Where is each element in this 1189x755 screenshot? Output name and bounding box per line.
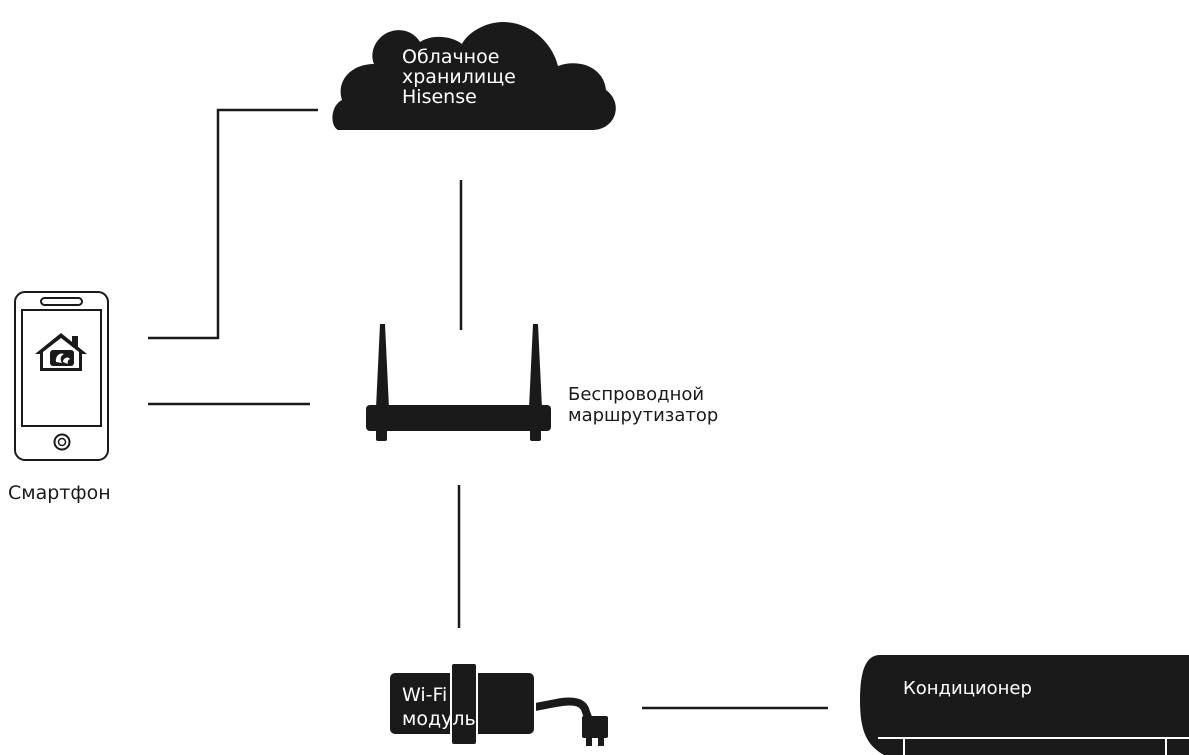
- wifi-module-icon: [388, 662, 608, 746]
- air-conditioner-icon: [860, 655, 1189, 755]
- router-icon: [366, 324, 551, 441]
- air-conditioner-label: Кондиционер: [903, 678, 1032, 699]
- smartphone-icon: [14, 291, 109, 461]
- wifi-module-label: Wi-Fi модуль: [402, 684, 476, 730]
- cloud-label: Облачное хранилище Hisense: [402, 46, 516, 108]
- smartphone-label: Смартфон: [8, 482, 111, 504]
- router-label: Беспроводной маршрутизатор: [568, 384, 719, 426]
- cloud-icon: [332, 22, 616, 130]
- connector-smartphone-cloud: [148, 108, 318, 340]
- home-app-icon: [35, 333, 87, 371]
